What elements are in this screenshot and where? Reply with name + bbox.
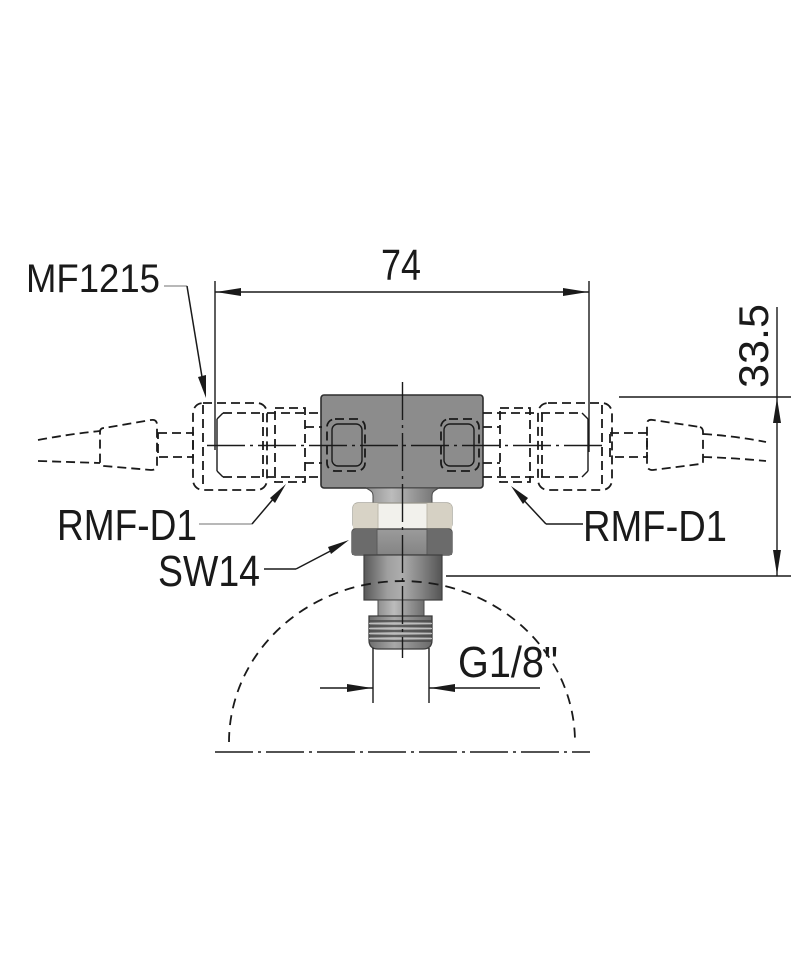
threaded-tip: [368, 615, 433, 650]
phantom-semicircle: [228, 580, 576, 743]
leader-arrowhead: [270, 484, 286, 503]
arrowhead-down: [773, 550, 781, 575]
left-tube-bottom: [37, 460, 101, 464]
right-fitting-label: RMF-D1: [583, 502, 727, 551]
left-stem: [157, 432, 194, 458]
label-rmf-d1-left: RMF-D1: [57, 484, 286, 550]
right-collar: [646, 418, 704, 471]
lower-neck: [377, 599, 425, 618]
arrowhead-right: [563, 288, 588, 296]
left-collar: [99, 418, 158, 471]
label-rmf-d1-right: RMF-D1: [511, 486, 727, 551]
label-sw14: SW14: [158, 540, 349, 596]
dim-width-value: 74: [381, 241, 421, 290]
right-nut-outline: [537, 402, 613, 491]
left-tube-top: [37, 430, 101, 441]
dimension-thread: G1/8": [320, 638, 558, 703]
dim-height-value: 33.5: [730, 304, 777, 388]
wrench-size-label: SW14: [158, 547, 260, 596]
arrowhead-up: [773, 398, 781, 423]
arrowhead-left: [216, 288, 241, 296]
mounting-boss-phantom: [215, 580, 590, 753]
leader-arrowhead: [198, 375, 206, 398]
right-fitting-assembly: [483, 402, 767, 491]
left-fitting-assembly: [37, 402, 322, 491]
left-nut-outline: [192, 402, 268, 491]
dimension-74: 74: [214, 241, 590, 452]
right-stem: [609, 432, 648, 458]
label-mf1215: MF1215: [26, 257, 206, 398]
leader-arrowhead: [328, 540, 349, 554]
dimension-33-5: 33.5: [446, 304, 791, 577]
leader-arrowhead: [511, 486, 528, 504]
right-tube-top: [702, 433, 767, 443]
arrowhead-in-left: [347, 684, 372, 692]
connector-label: MF1215: [26, 257, 160, 301]
thread-ridges: [369, 620, 432, 642]
thread-size-label: G1/8": [458, 638, 558, 687]
leader-line: [186, 285, 204, 384]
arrowhead-in-right: [430, 684, 455, 692]
left-fitting-label: RMF-D1: [57, 501, 197, 550]
right-tube-bottom: [702, 456, 767, 462]
